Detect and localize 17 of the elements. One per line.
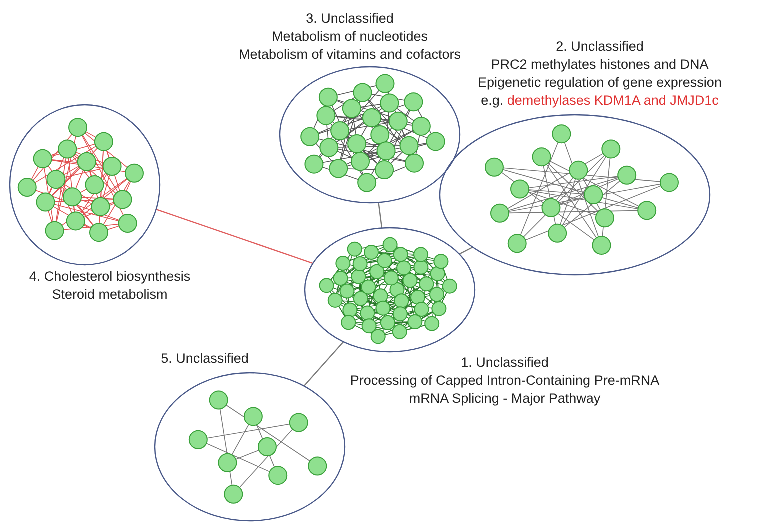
cluster-heading: 2. Unclassified [555, 38, 645, 56]
cluster-description: Steroid metabolism [51, 286, 169, 304]
cluster-description: PRC2 methylates histones and DNA [490, 56, 710, 74]
connector-line [156, 209, 314, 264]
cluster-description: Epigenetic regulation of gene expression [477, 74, 723, 92]
cluster-heading: 1. Unclassified [460, 354, 550, 372]
connector-line [459, 246, 474, 255]
connector-line [304, 342, 344, 387]
cluster-heading: 5. Unclassified [160, 350, 250, 368]
cluster-description: mRNA Splicing - Major Pathway [408, 390, 602, 408]
cluster-heading: 4. Cholesterol biosynthesis [28, 268, 192, 286]
connector-line [378, 202, 383, 228]
cluster-heading: 3. Unclassified [305, 10, 395, 28]
cluster-description: e.g. demethylases KDM1A and JMJD1c [480, 92, 720, 110]
cluster-description: Metabolism of nucleotides [270, 28, 430, 46]
cluster-description: Metabolism of vitamins and cofactors [238, 46, 462, 64]
cluster-description: Processing of Capped Intron-Containing Pre-mRNA [349, 372, 661, 390]
